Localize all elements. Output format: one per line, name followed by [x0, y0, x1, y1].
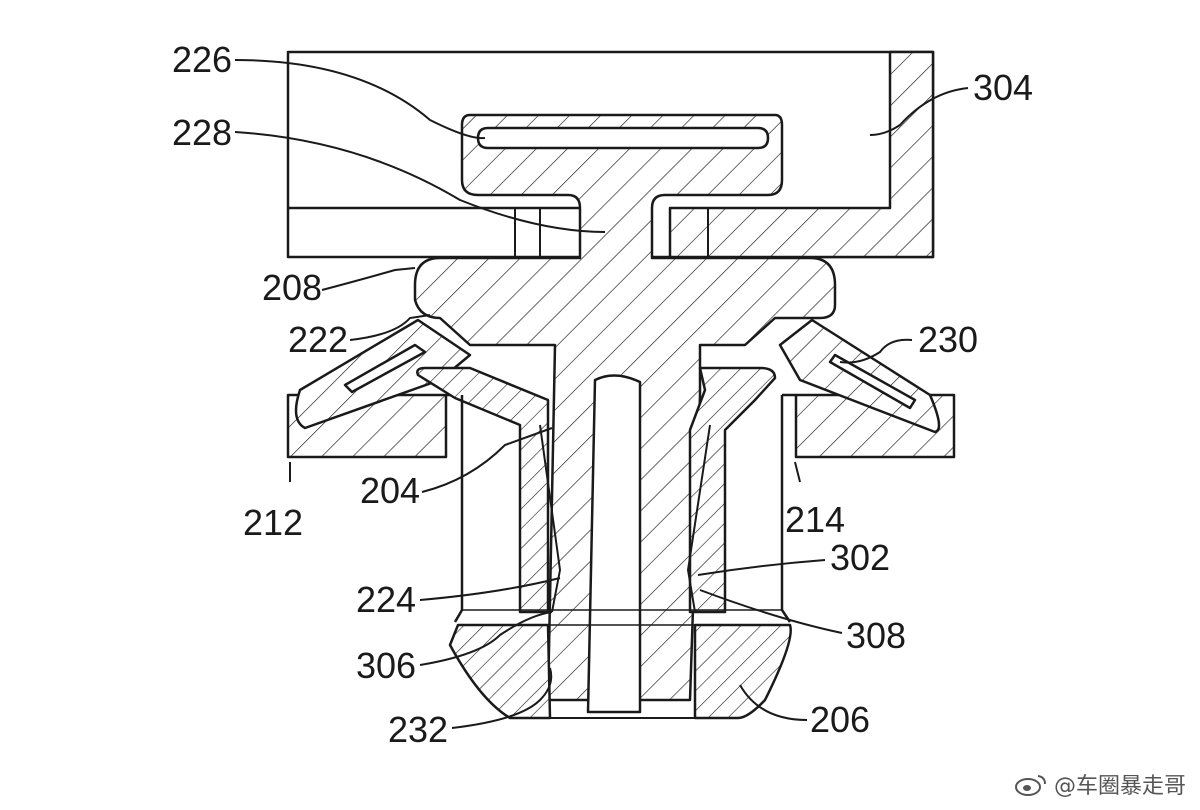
label-222: 222	[288, 319, 348, 360]
label-226: 226	[172, 39, 232, 80]
drawing-body	[286, 50, 956, 720]
label-228: 228	[172, 112, 232, 153]
bottom-collar	[448, 623, 792, 720]
wing-legs	[294, 318, 941, 434]
watermark: @车圈暴走哥	[1014, 768, 1186, 800]
label-306: 306	[356, 645, 416, 686]
fastener-body	[413, 113, 837, 714]
leader-lines	[234, 59, 969, 729]
head-details	[514, 208, 709, 258]
label-308: 308	[846, 615, 906, 656]
label-204: 204	[360, 470, 420, 511]
reference-labels: 226 228 304 208 222 230 204 212 214 302 …	[172, 39, 1033, 750]
weibo-logo-icon	[1014, 775, 1046, 796]
watermark-text: @车圈暴走哥	[1053, 774, 1186, 799]
label-224: 224	[356, 579, 416, 620]
label-232: 232	[388, 709, 448, 750]
label-206: 206	[810, 699, 870, 740]
label-302: 302	[830, 537, 890, 578]
label-304: 304	[973, 67, 1033, 108]
label-214: 214	[785, 499, 845, 540]
label-208: 208	[262, 267, 322, 308]
label-230: 230	[918, 319, 978, 360]
grommet-sleeve	[416, 366, 792, 623]
label-212: 212	[243, 502, 303, 543]
